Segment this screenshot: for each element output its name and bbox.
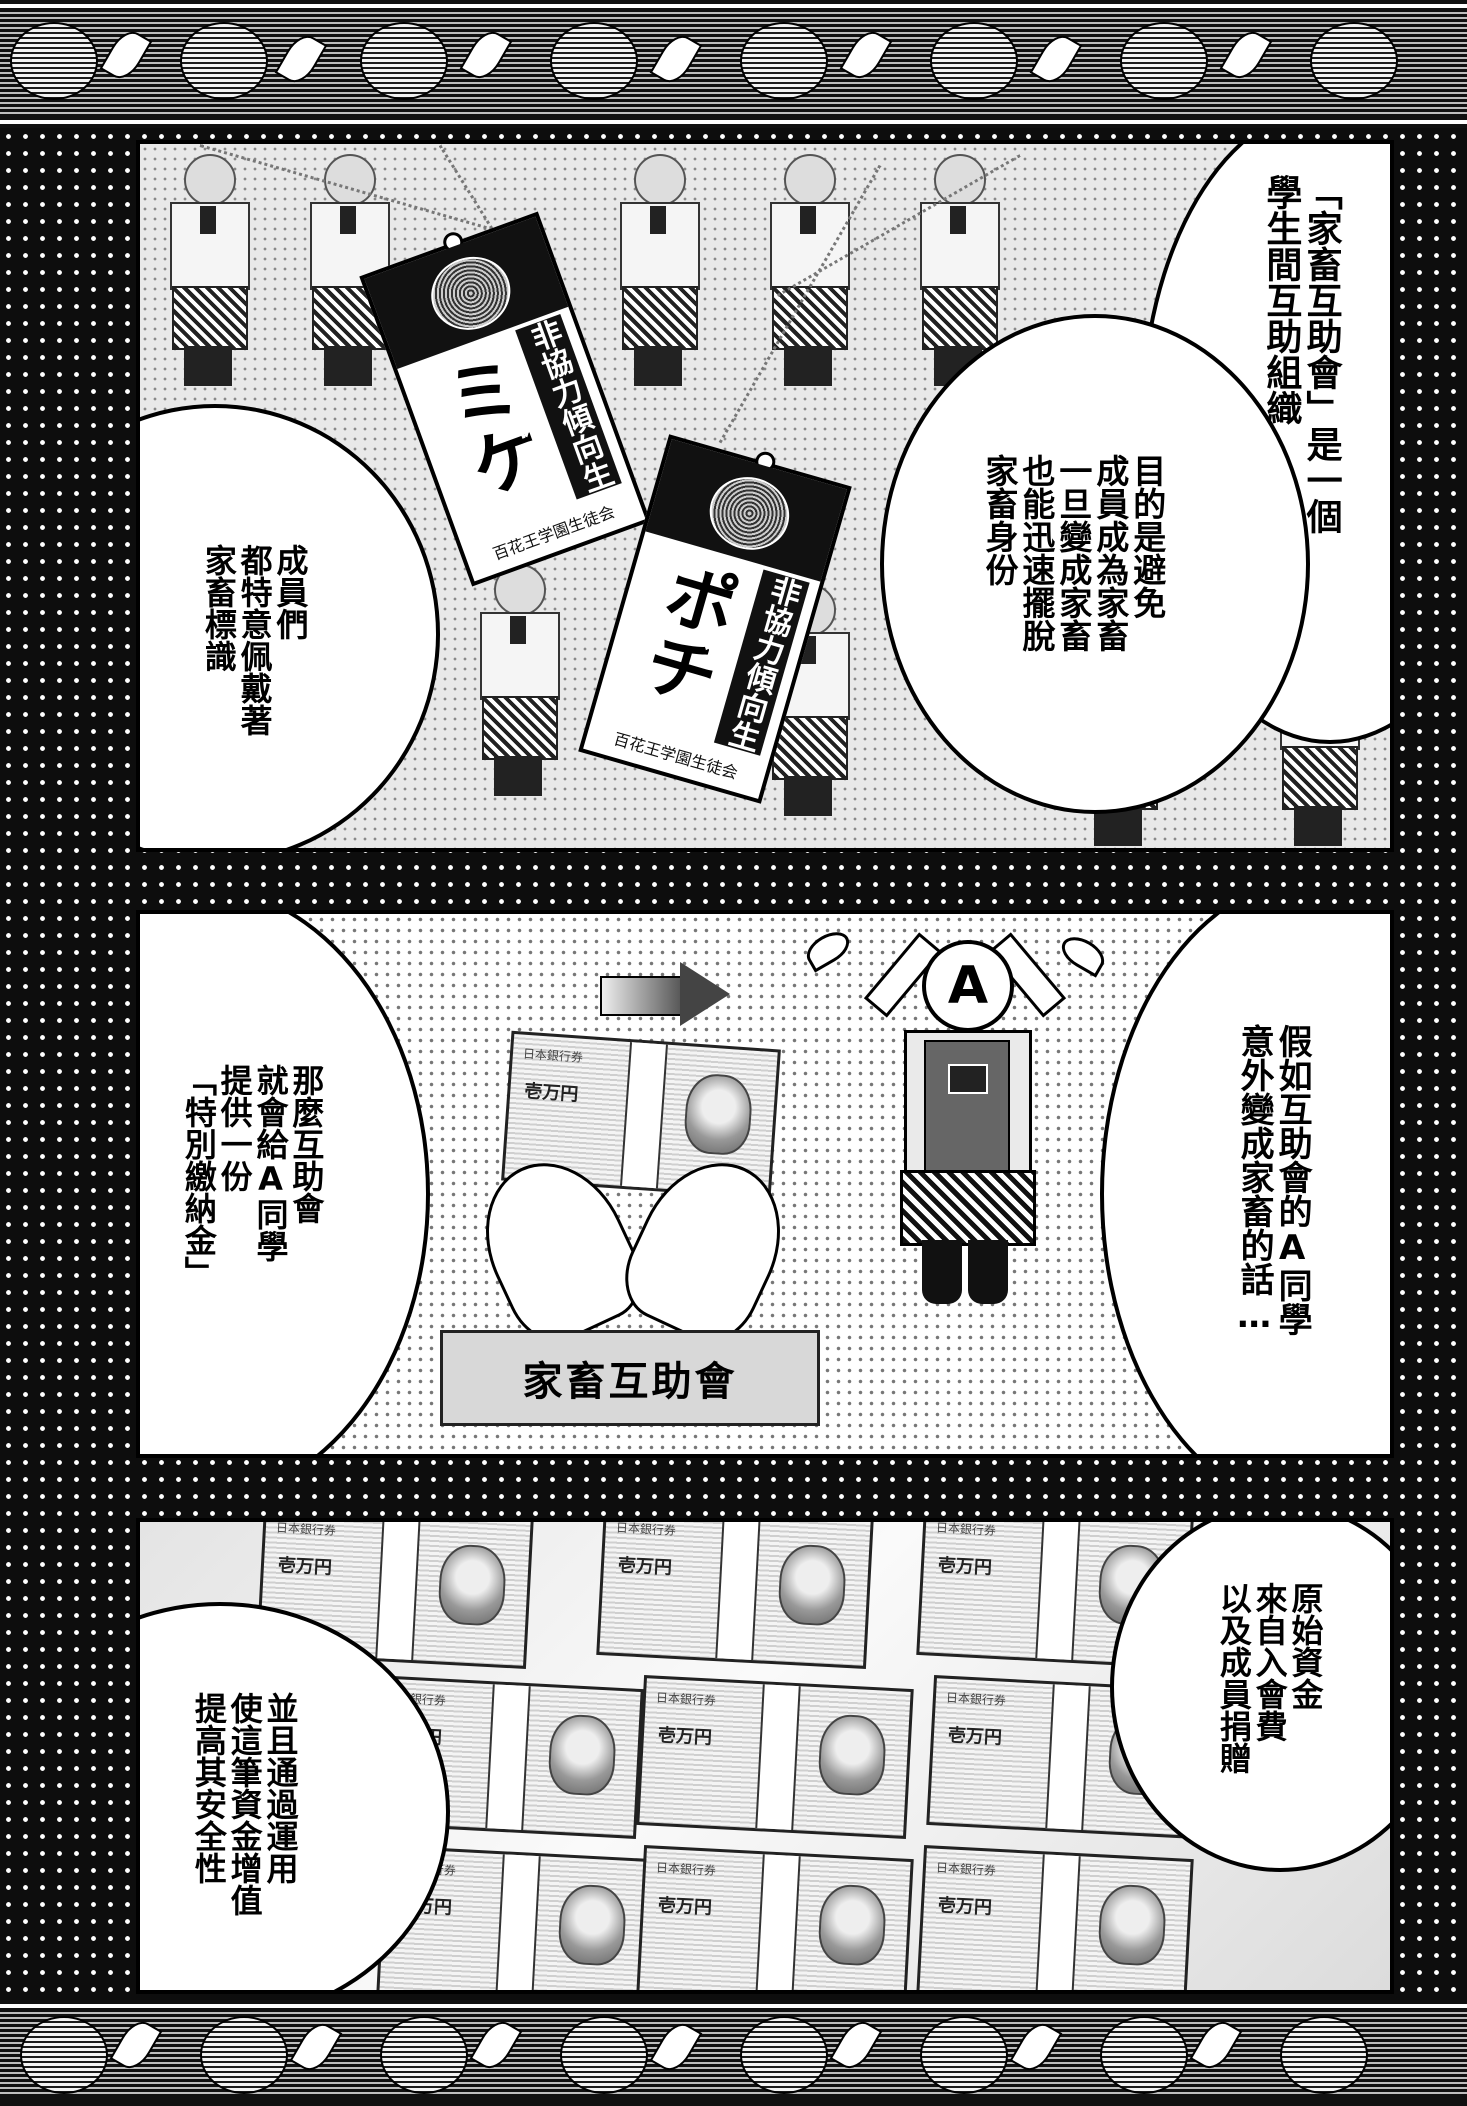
rose-ornament-icon [550,22,638,100]
arrow-right-icon [680,962,730,1026]
cash-stack: 日本銀行券壱万円 [636,1845,914,1990]
bill-portrait-icon [777,1543,848,1627]
mutual-aid-caption: 家畜互助會 [440,1330,820,1426]
cash-stack: 日本銀行券壱万円 [636,1675,914,1839]
speech-text-top-right: 「家畜互助會」是一個 學生間互助組織 [1260,174,1342,534]
speech-text-left: 成員們 都特意佩戴著 家畜標識 [199,544,310,736]
rose-ornament-icon [1100,2016,1188,2094]
bill-portrait-icon [682,1072,754,1157]
cash-stack: 日本銀行券壱万円 [916,1845,1194,1990]
rose-ornament-icon [10,22,98,100]
student-figure [160,154,256,394]
speech-text-left: 那麼互助會 就會給A同學 提供一份 「特別繳納金」 [179,1064,326,1288]
bill-portrait-icon [547,1713,618,1797]
tag-council: 百花王学園生徒会 [490,502,618,564]
student-a-head: A [922,940,1014,1032]
bill-portrait-icon [817,1883,888,1967]
rose-ornament-icon [380,2016,468,2094]
arrow-right-icon [600,976,684,1016]
rose-ornament-icon [1120,22,1208,100]
speech-bubble-right [1100,914,1390,1454]
bill-portrait-icon [1097,1883,1168,1967]
rose-ornament-icon [930,22,1018,100]
tag-name: ポチ [624,551,747,714]
rose-ornament-icon [560,2016,648,2094]
bill-portrait-icon [437,1543,508,1627]
student-figure [300,154,396,394]
rose-ornament-icon [740,2016,828,2094]
rose-ornament-icon [920,2016,1008,2094]
student-figure [760,154,856,394]
rose-ornament-icon [740,22,828,100]
bill-label: 壱万円 [523,1080,579,1106]
speech-text-left: 並且通過運用 使這筆資金增值 提高其安全性 [189,1692,300,1916]
bank-label: 日本銀行券 [522,1046,584,1065]
rose-ornament-icon [1280,2016,1368,2094]
bill-portrait-icon [557,1883,628,1967]
panel-1: ミケ 非協力傾向生徒 百花王学園生徒会 ポチ 非協力傾向生徒 百花王学園生徒会 … [136,140,1394,852]
livestock-badge-icon [948,1064,988,1094]
offering-hands [459,1139,807,1357]
top-floral-border [0,0,1467,128]
speech-text-right: 假如互助會的A同學 意外變成家畜的話… [1234,1024,1313,1336]
rose-ornament-icon [360,22,448,100]
rose-ornament-icon [20,2016,108,2094]
rose-ornament-icon [180,22,268,100]
rose-ornament-icon [200,2016,288,2094]
rose-ornament-icon [1310,22,1398,100]
student-figure [610,154,706,394]
right-hand-icon [609,1139,807,1357]
bottom-floral-border [0,2000,1467,2106]
speech-text-right: 原始資金 來自入會費 以及成員捐贈 [1214,1582,1325,1774]
cash-stack: 日本銀行券壱万円 [596,1522,874,1669]
student-a-figure: A [860,932,1070,1310]
student-figure [470,564,566,804]
bill-portrait-icon [817,1713,888,1797]
speech-text-middle-right: 目的是避免 成員成為家畜 一旦變成家畜 也能迅速擺脫 家畜身份 [979,454,1167,652]
speech-bubble-middle-right [880,314,1310,814]
